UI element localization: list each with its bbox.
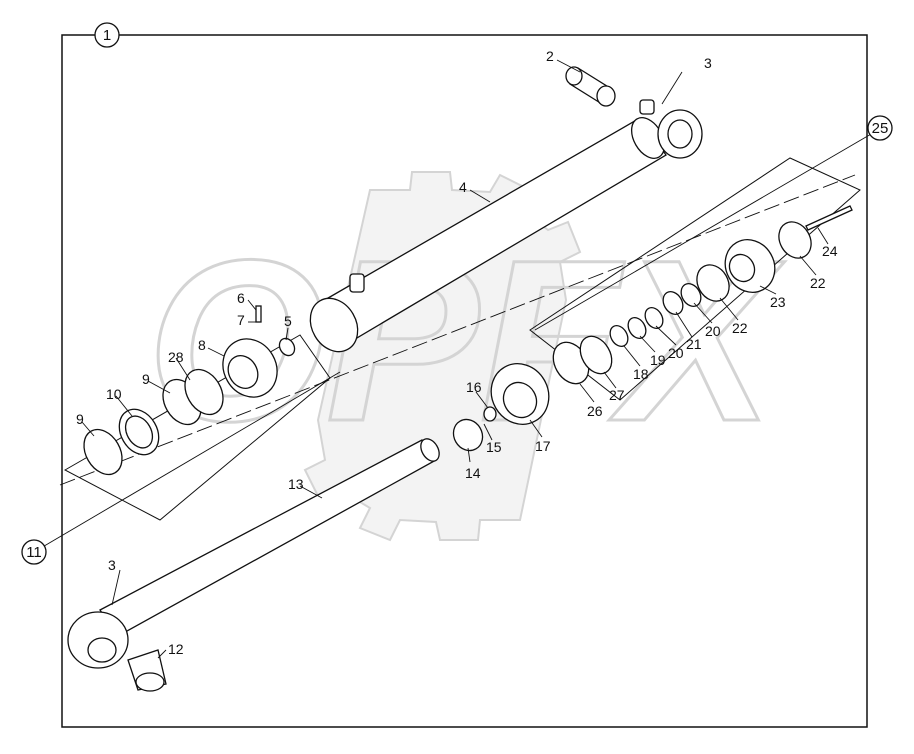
callout-22-b: 22: [810, 275, 826, 291]
callout-3-bottom: 3: [108, 557, 116, 573]
callout-27: 27: [609, 387, 625, 403]
subassembly-callout-11: 11: [21, 371, 341, 565]
cylinder-barrel: [309, 99, 703, 353]
callout-15: 15: [486, 439, 502, 455]
part-callouts: 2 3 4 5 6 7 8 28 9 10 9 13 3 12 14 15 16…: [76, 48, 838, 657]
callout-20-a: 20: [668, 345, 684, 361]
callout-2: 2: [546, 48, 554, 64]
callout-23: 23: [770, 294, 786, 310]
piston-components: [83, 305, 296, 476]
drawing-frame: [61, 34, 868, 728]
svg-text:1: 1: [103, 27, 111, 44]
callout-4: 4: [459, 179, 467, 195]
callout-18: 18: [633, 366, 649, 382]
callout-22-a: 22: [732, 320, 748, 336]
leader-lines: [81, 59, 829, 659]
callout-20-b: 20: [705, 323, 721, 339]
callout-9-a: 9: [142, 371, 150, 387]
assembly-callout: 1: [94, 22, 120, 48]
callout-13: 13: [288, 476, 304, 492]
seal-kit-components: [452, 205, 853, 452]
callout-7: 7: [237, 312, 245, 328]
callout-21: 21: [686, 336, 702, 352]
callout-3-top: 3: [704, 55, 712, 71]
subassembly-callout-25: 25: [534, 115, 893, 331]
svg-text:25: 25: [872, 120, 889, 137]
callout-8: 8: [198, 337, 206, 353]
callout-16: 16: [466, 379, 482, 395]
bushing-top: [565, 66, 616, 107]
bushing-bottom: [127, 649, 167, 692]
svg-text:11: 11: [26, 544, 42, 561]
callout-9-b: 9: [76, 411, 84, 427]
callout-24: 24: [822, 243, 838, 259]
callout-12: 12: [168, 641, 184, 657]
callout-5: 5: [284, 313, 292, 329]
callout-10: 10: [106, 386, 122, 402]
callout-19: 19: [650, 352, 666, 368]
callout-28: 28: [168, 349, 184, 365]
callout-26: 26: [587, 403, 603, 419]
callout-14: 14: [465, 465, 481, 481]
piston-rod: [67, 438, 440, 669]
callout-6: 6: [237, 290, 245, 306]
callout-17: 17: [535, 438, 551, 454]
